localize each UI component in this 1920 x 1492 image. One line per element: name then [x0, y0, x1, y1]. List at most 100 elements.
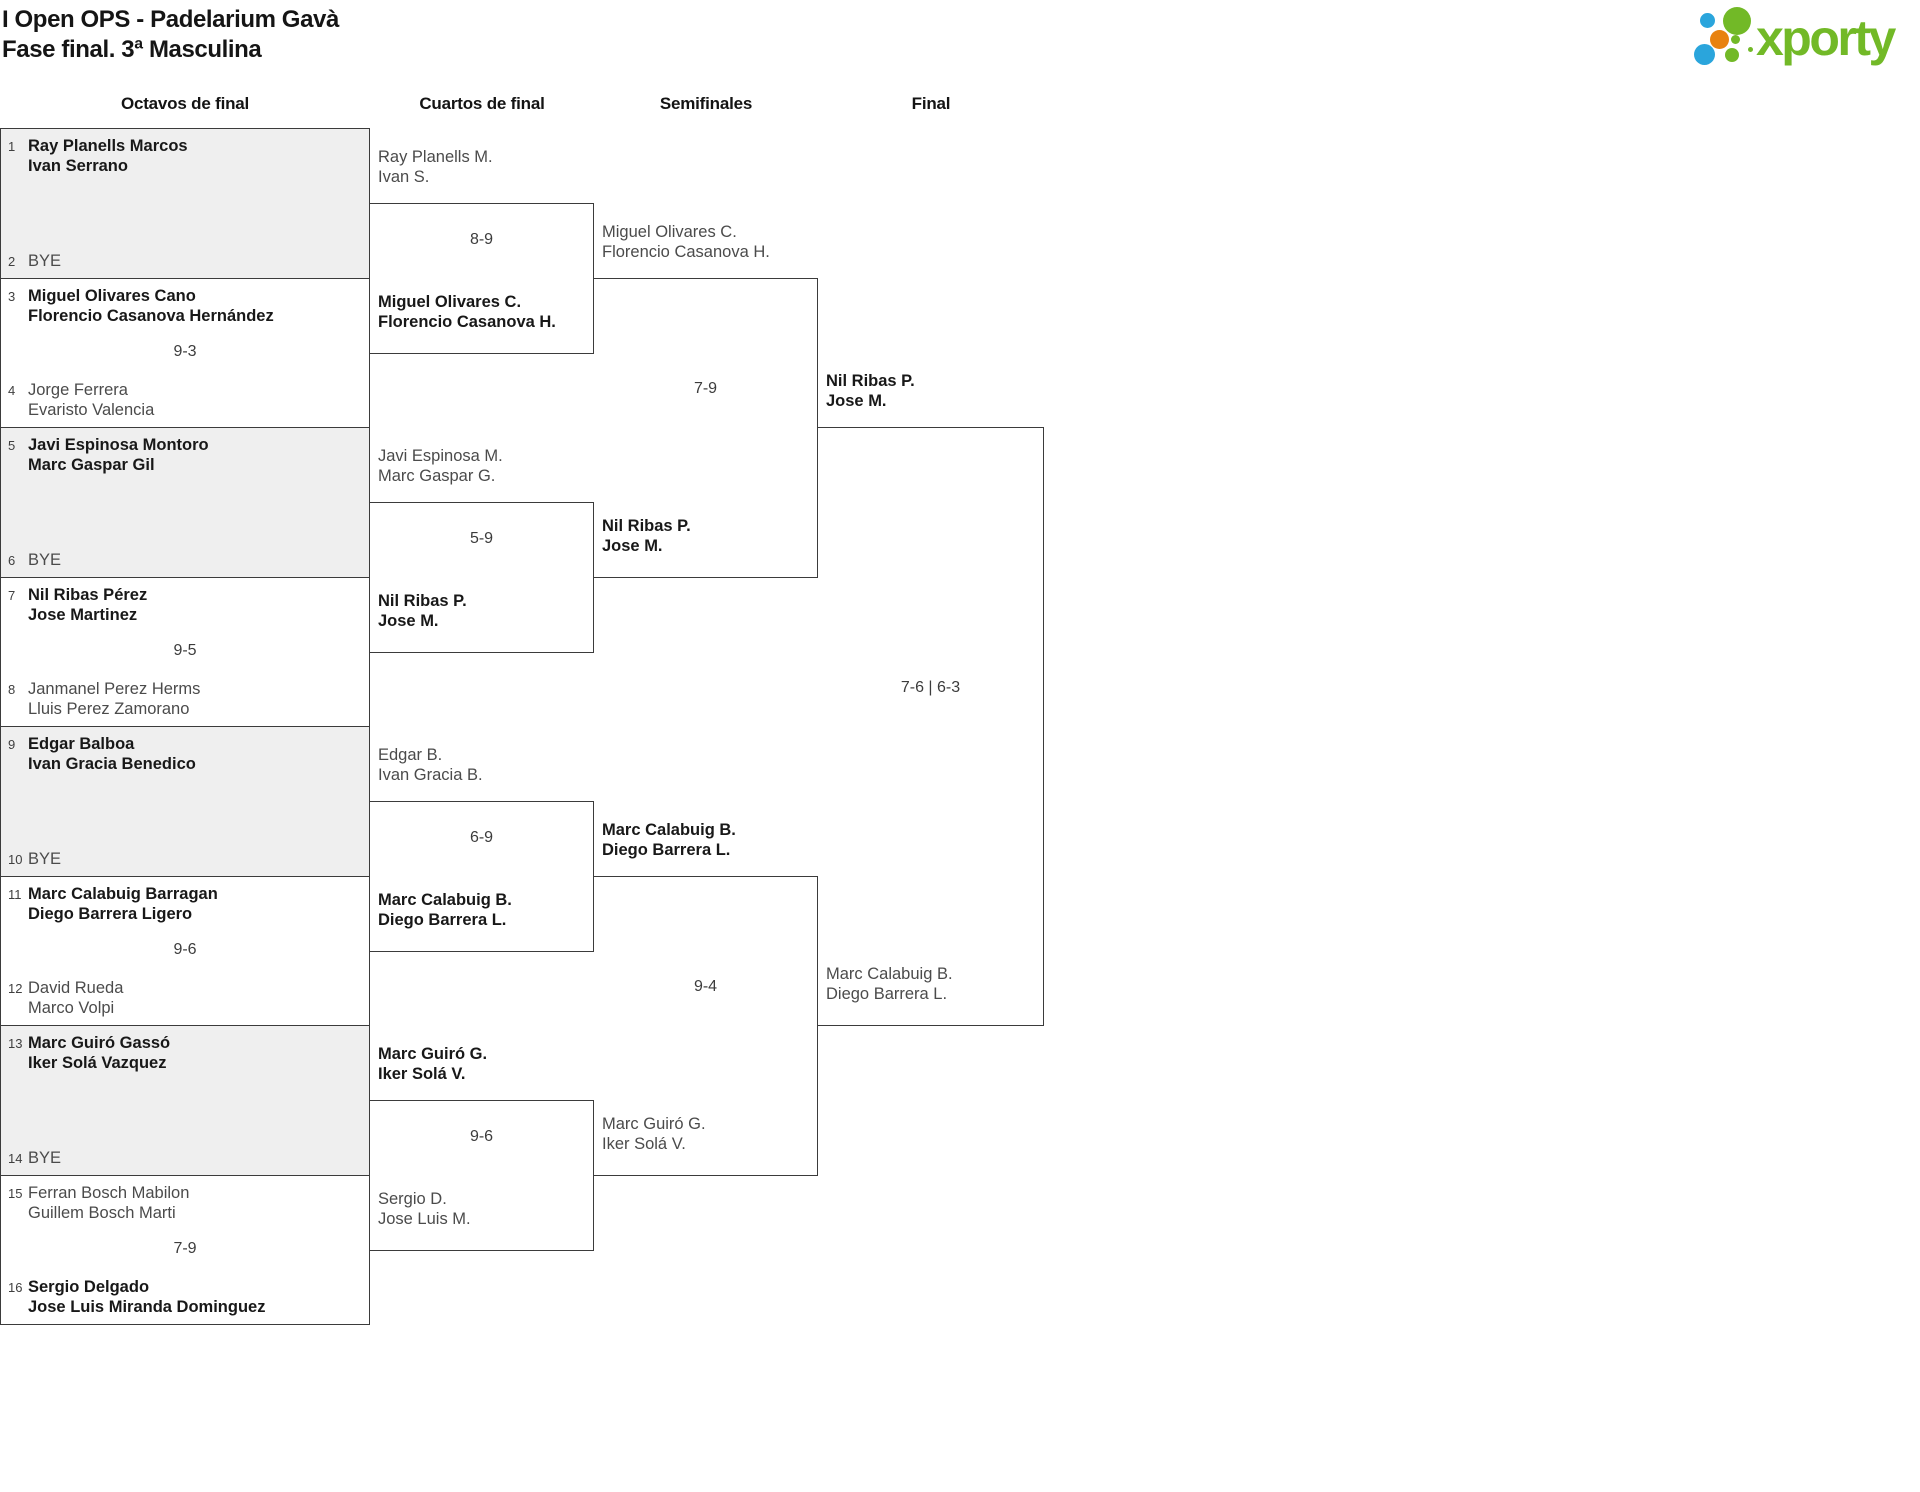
qf2-team-top: Javi Espinosa M. Marc Gaspar G.: [378, 446, 591, 486]
team-names: Miguel Olivares Cano Florencio Casanova …: [28, 286, 274, 326]
team-names: David Rueda Marco Volpi: [28, 978, 123, 1018]
r16-slot-4: 4 Jorge Ferrera Evaristo Valencia: [8, 380, 363, 420]
logo-dot-blue-small: [1700, 13, 1715, 28]
round-header-semifinales: Semifinales: [659, 94, 753, 113]
sf2-team-top: Marc Calabuig B. Diego Barrera L.: [602, 820, 815, 860]
r16-slot-5: 5 Javi Espinosa Montoro Marc Gaspar Gil: [8, 435, 363, 475]
match-score: 8-9: [469, 230, 494, 248]
player-name: BYE: [28, 1149, 62, 1167]
player-name: Florencio Casanova Hernández: [28, 307, 274, 325]
seed-number: 2: [8, 254, 16, 269]
player-name: Guillem Bosch Marti: [28, 1204, 176, 1222]
sf1-team-bottom: Nil Ribas P. Jose M.: [602, 516, 815, 556]
player-name: Florencio Casanova H.: [378, 313, 556, 331]
qf-match-1: Ray Planells M. Ivan S. 8-9 Miguel Oliva…: [370, 148, 594, 354]
xporty-logo-text: xporty: [1756, 10, 1896, 66]
r16-slot-16: 16 Sergio Delgado Jose Luis Miranda Domi…: [8, 1277, 363, 1317]
player-name: Lluis Perez Zamorano: [28, 700, 190, 718]
player-name: Ivan S.: [378, 168, 430, 186]
sf-match-1: Miguel Olivares C. Florencio Casanova H.…: [594, 223, 818, 578]
player-name: Florencio Casanova H.: [602, 243, 770, 261]
seed-number: 9: [8, 737, 16, 752]
team-names: Ferran Bosch Mabilon Guillem Bosch Marti: [28, 1183, 189, 1223]
player-name: Ivan Gracia Benedico: [28, 755, 196, 773]
r16-slot-1: 1 Ray Planells Marcos Ivan Serrano: [8, 136, 363, 176]
r16-slot-9: 9 Edgar Balboa Ivan Gracia Benedico: [8, 734, 363, 774]
team-names: Nil Ribas Pérez Jose Martinez: [28, 585, 147, 625]
sf1-team-top: Miguel Olivares C. Florencio Casanova H.: [602, 222, 815, 262]
qf4-team-bottom: Sergio D. Jose Luis M.: [378, 1189, 591, 1229]
match-score: 7-9: [693, 380, 718, 397]
logo-dot-green-mini: [1731, 35, 1740, 44]
player-name: Janmanel Perez Herms: [28, 680, 201, 698]
logo-dot-blue-large: [1694, 44, 1715, 65]
player-name: Miguel Olivares C.: [378, 293, 522, 311]
player-name: Nil Ribas P.: [602, 517, 691, 535]
player-name: Sergio Delgado: [28, 1278, 150, 1296]
player-name: Javi Espinosa M.: [378, 447, 503, 465]
team-names: Edgar Balboa Ivan Gracia Benedico: [28, 734, 196, 774]
r16-slot-11: 11 Marc Calabuig Barragan Diego Barrera …: [8, 884, 363, 924]
logo-dot-green-large: [1723, 7, 1751, 35]
team-names: Janmanel Perez Herms Lluis Perez Zamoran…: [28, 679, 200, 719]
player-name: Ivan Serrano: [28, 157, 128, 175]
player-name: Evaristo Valencia: [28, 401, 155, 419]
player-name: Marc Calabuig B.: [602, 821, 736, 839]
player-name: Jose M.: [826, 392, 887, 410]
phase-subtitle: Fase final. 3ª Masculina: [2, 36, 262, 63]
player-name: Marc Calabuig B.: [378, 891, 512, 909]
match-score: 9-5: [173, 642, 197, 659]
match-score: 6-9: [469, 828, 494, 846]
r16-pair-5-6: 5 Javi Espinosa Montoro Marc Gaspar Gil …: [0, 427, 370, 578]
seed-number: 16: [8, 1280, 23, 1295]
seed-number: 11: [8, 887, 22, 902]
team-names: BYE: [28, 1148, 61, 1168]
r16-slot-7: 7 Nil Ribas Pérez Jose Martinez: [8, 585, 363, 625]
team-names: Marc Calabuig Barragan Diego Barrera Lig…: [28, 884, 218, 924]
player-name: Diego Barrera L.: [378, 911, 507, 929]
match-score: 9-4: [693, 978, 718, 995]
player-name: Iker Solá Vazquez: [28, 1054, 167, 1072]
player-name: Miguel Olivares Cano: [28, 287, 196, 305]
r16-pair-13-14: 13 Marc Guiró Gassó Iker Solá Vazquez 14…: [0, 1025, 370, 1176]
xporty-logo: xporty: [1686, 0, 1918, 78]
logo-dot-orange: [1710, 30, 1729, 49]
player-name: Diego Barrera L.: [826, 985, 948, 1003]
player-name: Ray Planells M.: [378, 148, 493, 166]
player-name: Edgar B.: [378, 746, 443, 764]
page-title: I Open OPS - Padelarium Gavà Fase final.…: [2, 5, 339, 65]
player-name: Jose Martinez: [28, 606, 138, 624]
qf3-team-top: Edgar B. Ivan Gracia B.: [378, 745, 591, 785]
player-name: Marc Calabuig Barragan: [28, 885, 218, 903]
qf-match-3: Edgar B. Ivan Gracia B. 6-9 Marc Calabui…: [370, 746, 594, 952]
seed-number: 12: [8, 981, 23, 996]
player-name: Diego Barrera Ligero: [28, 905, 193, 923]
qf-match-4: Marc Guiró G. Iker Solá V. 9-6 Sergio D.…: [370, 1045, 594, 1251]
r16-slot-15: 15 Ferran Bosch Mabilon Guillem Bosch Ma…: [8, 1183, 363, 1223]
r16-slot-3: 3 Miguel Olivares Cano Florencio Casanov…: [8, 286, 363, 326]
player-name: Jose Luis Miranda Dominguez: [28, 1298, 266, 1316]
sf-match-2: Marc Calabuig B. Diego Barrera L. 9-4 Ma…: [594, 821, 818, 1176]
player-name: Diego Barrera L.: [602, 841, 731, 859]
player-name: Marco Volpi: [28, 999, 115, 1017]
r16-pair-3-4: 3 Miguel Olivares Cano Florencio Casanov…: [0, 278, 370, 428]
qf1-team-top: Ray Planells M. Ivan S.: [378, 147, 591, 187]
seed-number: 6: [8, 553, 16, 568]
seed-number: 7: [8, 588, 16, 603]
team-names: Sergio Delgado Jose Luis Miranda Domingu…: [28, 1277, 265, 1317]
player-name: Edgar Balboa: [28, 735, 135, 753]
r16-slot-13: 13 Marc Guiró Gassó Iker Solá Vazquez: [8, 1033, 363, 1073]
player-name: David Rueda: [28, 979, 124, 997]
r16-pair-7-8: 7 Nil Ribas Pérez Jose Martinez 9-5 8 Ja…: [0, 577, 370, 727]
final-match: Nil Ribas P. Jose M. 7-6 | 6-3 Marc Cala…: [818, 372, 1044, 1026]
player-name: Iker Solá V.: [378, 1065, 466, 1083]
player-name: Nil Ribas P.: [378, 592, 467, 610]
final-team-bottom: Marc Calabuig B. Diego Barrera L.: [826, 964, 1041, 1004]
player-name: Marc Guiró G.: [602, 1115, 706, 1133]
r16-slot-6: 6 BYE: [8, 550, 363, 570]
tournament-title: I Open OPS - Padelarium Gavà: [2, 6, 339, 33]
player-name: Marc Gaspar Gil: [28, 456, 155, 474]
player-name: Nil Ribas P.: [826, 372, 915, 390]
seed-number: 4: [8, 383, 16, 398]
round-header-cuartos: Cuartos de final: [419, 94, 545, 113]
